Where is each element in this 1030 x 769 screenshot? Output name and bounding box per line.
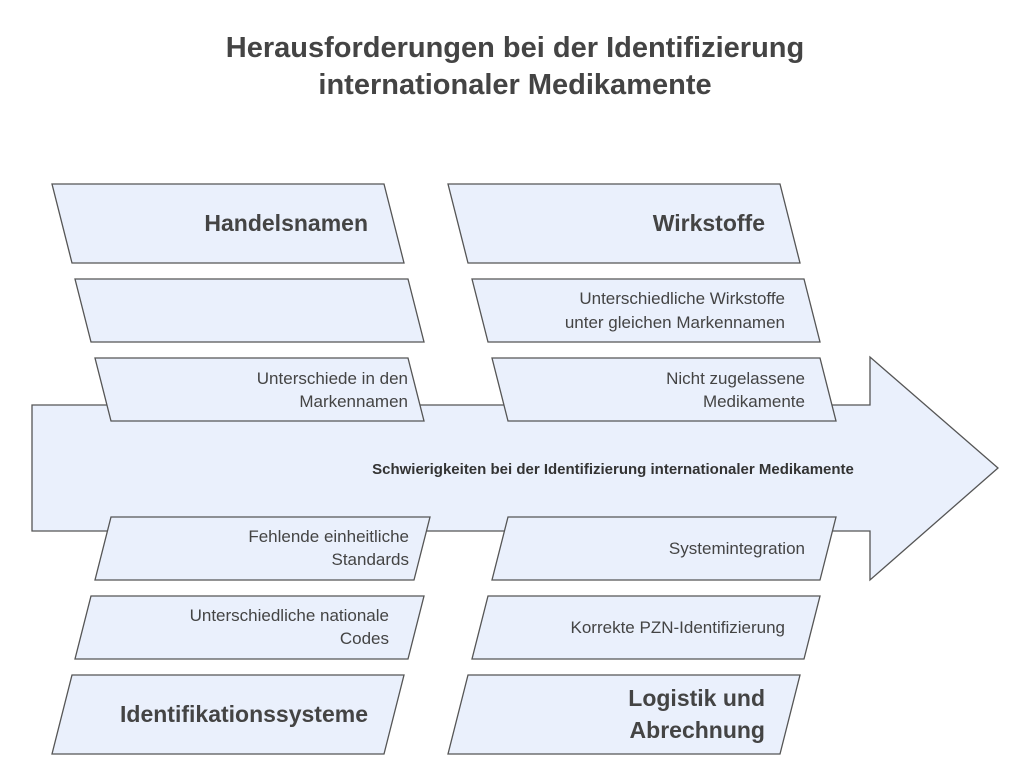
category-header-box <box>447 183 801 264</box>
category-label: Logistik und <box>628 685 765 711</box>
cause-text: Medikamente <box>703 392 805 411</box>
category-identifikationssysteme: Fehlende einheitliche Standards Untersch… <box>51 516 431 755</box>
category-label: Handelsnamen <box>204 210 368 236</box>
category-wirkstoffe: Wirkstoffe Unterschiedliche Wirkstoffe u… <box>447 183 837 422</box>
cause-box <box>491 357 837 422</box>
cause-text: Unterschiedliche Wirkstoffe <box>579 289 785 308</box>
cause-box-empty <box>74 278 425 343</box>
category-handelsnamen: Handelsnamen Unterschiede in den Markenn… <box>51 183 425 422</box>
title-line-2: internationaler Medikamente <box>318 69 711 101</box>
category-header-box <box>51 183 405 264</box>
cause-box <box>491 516 837 581</box>
cause-box <box>94 516 431 581</box>
cause-text: Codes <box>340 629 389 648</box>
cause-text: Nicht zugelassene <box>666 369 805 388</box>
cause-text: Standards <box>332 550 410 569</box>
cause-text: Markennamen <box>299 392 408 411</box>
title-line-1: Herausforderungen bei der Identifizierun… <box>226 32 804 64</box>
category-header-box <box>447 674 801 755</box>
cause-text: Fehlende einheitliche <box>248 527 409 546</box>
cause-box <box>471 278 821 343</box>
category-header-box <box>51 674 405 755</box>
cause-text: Unterschiede in den <box>257 369 408 388</box>
cause-box <box>471 595 821 660</box>
category-label: Identifikationssysteme <box>120 701 368 727</box>
cause-text: Unterschiedliche nationale <box>190 606 389 625</box>
cause-box <box>74 595 425 660</box>
category-label: Wirkstoffe <box>653 210 765 236</box>
cause-text: unter gleichen Markennamen <box>565 313 785 332</box>
cause-box <box>94 357 425 422</box>
category-logistik: Systemintegration Korrekte PZN-Identifiz… <box>447 516 837 755</box>
cause-text: Korrekte PZN-Identifizierung <box>571 618 785 637</box>
category-label: Abrechnung <box>630 717 765 743</box>
cause-text: Systemintegration <box>669 539 805 558</box>
spine-label: Schwierigkeiten bei der Identifizierung … <box>372 461 854 478</box>
